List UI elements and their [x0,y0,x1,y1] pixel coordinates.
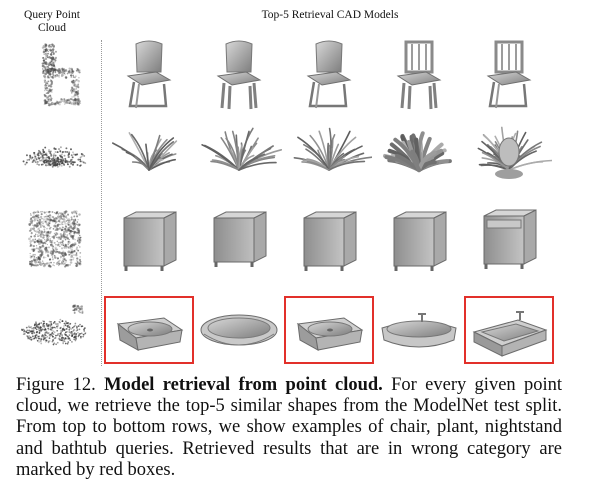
retrieved-model-nightstand [196,200,282,280]
retrieved-model-plant [466,118,552,198]
retrieved-model-chair [376,36,462,116]
wrong-category-box [284,296,374,364]
retrieved-model-plant [286,118,372,198]
retrieved-model-nightstand [286,200,372,280]
caption-title: Model retrieval from point cloud. [104,375,383,395]
retrieved-model-chair [466,36,552,116]
wrong-category-box [104,296,194,364]
retrieved-model-chair [106,36,192,116]
retrieved-model-bathtub [196,290,282,370]
retrieved-model-sink [466,290,552,370]
query-column-header: Query Point Cloud [24,9,80,34]
retrieved-model-nightstand [106,200,192,280]
query-point-cloud-chair [16,36,94,116]
retrieved-model-plant [376,118,462,198]
retrieved-model-plant [196,118,282,198]
query-point-cloud-nightstand [16,200,94,280]
retrieved-model-chair [196,36,282,116]
figure-caption: Figure 12. Model retrieval from point cl… [16,375,562,481]
retrieved-model-bathtub [376,290,462,370]
retrieved-model-chair [286,36,372,116]
caption-label: Figure 12. [16,375,96,395]
retrieved-model-sink [106,290,192,370]
retrieved-model-nightstand [376,200,462,280]
caption-body: For every given point cloud, we retrieve… [16,375,562,480]
query-point-cloud-plant [16,118,94,198]
query-point-cloud-bathtub [16,290,94,370]
retrieved-model-plant [106,118,192,198]
wrong-category-box [464,296,554,364]
retrieved-model-sink [286,290,372,370]
query-divider [101,40,102,366]
retrieval-column-header: Top-5 Retrieval CAD Models [261,9,399,21]
retrieved-model-nightstand [466,200,552,280]
